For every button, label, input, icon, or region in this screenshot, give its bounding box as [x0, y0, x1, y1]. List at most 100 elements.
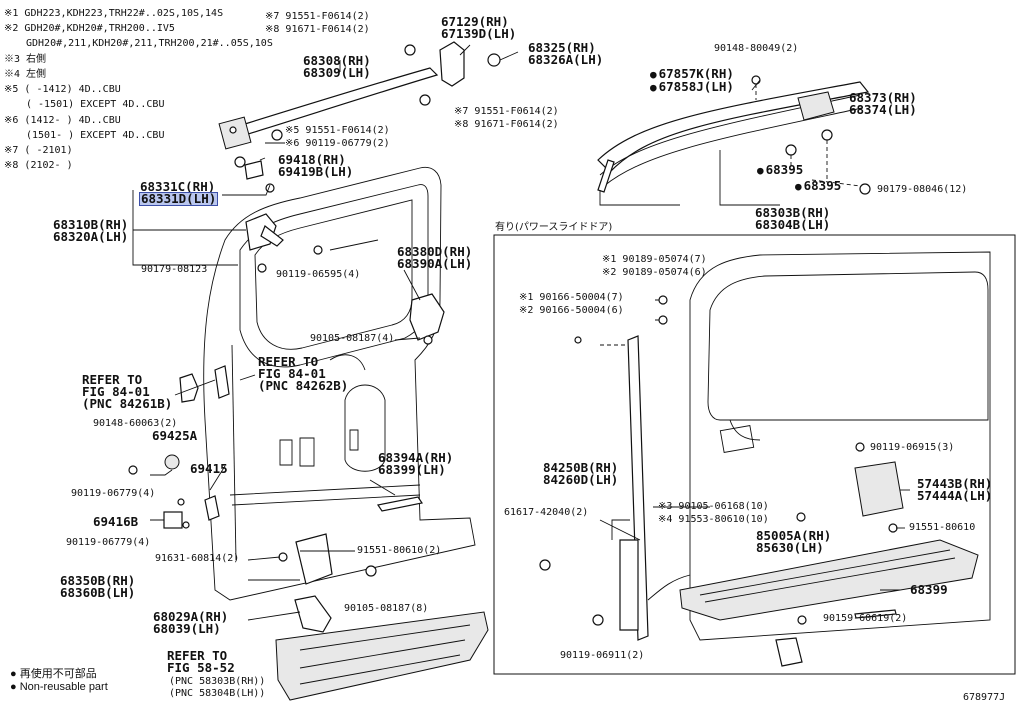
part-label[interactable]: ※8 91671-F0614(2)	[265, 24, 370, 35]
legend-en-text: Non-reusable part	[19, 681, 108, 693]
part-label[interactable]: ※5 91551-F0614(2)	[285, 125, 390, 136]
part-label[interactable]: 68309(LH)	[303, 65, 371, 80]
part-label[interactable]: 57444A(LH)	[917, 488, 993, 503]
part-label[interactable]: 69415	[190, 461, 228, 476]
part-label[interactable]: 84250B(RH)	[543, 460, 619, 475]
part-label[interactable]: 69425A	[152, 428, 198, 443]
part-label[interactable]: ※2 90189-05074(6)	[602, 267, 707, 278]
note-5b: ( -1501) EXCEPT 4D..CBU	[26, 99, 165, 110]
part-label[interactable]: (PNC 58304B(LH))	[169, 688, 266, 699]
upper-right-rail	[597, 75, 871, 195]
part-label[interactable]: 90148-60063(2)	[93, 418, 178, 429]
part-label[interactable]: 90119-06779(4)	[66, 537, 151, 548]
lower-panel-58303b	[275, 611, 489, 701]
part-label[interactable]: 90105-08187(4)	[310, 333, 395, 344]
part-label[interactable]: ※6 90119-06779(2)	[285, 138, 390, 149]
part-label[interactable]: 68303B(RH)	[755, 205, 831, 220]
part-label[interactable]: ※1 90166-50004(7)	[519, 292, 624, 303]
part-label[interactable]: 90119-06779(4)	[71, 488, 156, 499]
leader-lines	[132, 44, 910, 621]
part-label[interactable]: (PNC 58303B(RH))	[169, 676, 266, 687]
part-label[interactable]: 90119-06915(3)	[870, 442, 955, 453]
part-label[interactable]: 68304B(LH)	[755, 217, 831, 232]
part-label[interactable]: 68326A(LH)	[528, 52, 604, 67]
part-label[interactable]: 90119-06911(2)	[560, 650, 645, 661]
part-label[interactable]: 84260D(LH)	[543, 472, 619, 487]
part-label[interactable]: FIG 84-01	[82, 384, 150, 399]
part-label[interactable]: 68395	[757, 163, 804, 177]
part-label[interactable]: 67129(RH)	[441, 14, 509, 29]
note-6b: (1501- ) EXCEPT 4D..CBU	[26, 130, 165, 141]
part-label[interactable]: REFER TO	[82, 372, 143, 387]
part-label[interactable]: 91631-60814(2)	[155, 553, 240, 564]
part-label[interactable]: 68399	[910, 582, 948, 597]
inset-step-85005a	[679, 442, 979, 667]
part-label[interactable]: 68325(RH)	[528, 40, 596, 55]
part-label[interactable]: FIG 58-52	[167, 660, 235, 675]
inset-title: 有り(パワースライドドア)	[495, 222, 613, 233]
part-label[interactable]: 67857K(RH)	[650, 67, 734, 81]
part-label[interactable]: 90119-06595(4)	[276, 269, 361, 280]
note-3: ※3 右側	[4, 54, 47, 65]
part-label[interactable]: 68039(LH)	[153, 621, 221, 636]
part-label[interactable]: ※2 90166-50004(6)	[519, 305, 624, 316]
part-label[interactable]: 68380D(RH)	[397, 244, 473, 259]
part-label[interactable]: 57443B(RH)	[917, 476, 993, 491]
part-label[interactable]: REFER TO	[258, 354, 319, 369]
part-label[interactable]: 68374(LH)	[849, 102, 917, 117]
note-4: ※4 左側	[4, 69, 47, 80]
part-label[interactable]: ※4 91553-80610(10)	[658, 514, 769, 525]
part-label[interactable]: 68395	[795, 179, 842, 193]
note-8: ※8 (2102- )	[4, 160, 73, 171]
non-reusable-dot-icon: ●	[10, 681, 17, 693]
part-label[interactable]: FIG 84-01	[258, 366, 326, 381]
part-label[interactable]: 90105-08187(8)	[344, 603, 429, 614]
part-label[interactable]: ※7 91551-F0614(2)	[454, 106, 559, 117]
inset-door	[539, 251, 991, 641]
note-5: ※5 ( -1412) 4D..CBU	[4, 84, 121, 95]
part-label[interactable]: 68390A(LH)	[397, 256, 473, 271]
power-slide-door-inset	[493, 234, 1016, 675]
part-label[interactable]: 68360B(LH)	[60, 585, 136, 600]
part-label[interactable]: ※3 90105-06168(10)	[658, 501, 769, 512]
part-label[interactable]: 90179-08123	[141, 264, 208, 275]
part-label[interactable]: (PNC 84262B)	[258, 378, 349, 393]
note-1: ※1 GDH223,KDH223,TRH22#..02S,10S,14S	[4, 8, 224, 19]
part-label-highlighted[interactable]: 68331D(LH)	[138, 191, 219, 206]
part-label[interactable]: ※8 91671-F0614(2)	[454, 119, 559, 130]
part-label[interactable]: ※1 90189-05074(7)	[602, 254, 707, 265]
part-label[interactable]: 68310B(RH)	[53, 217, 129, 232]
part-label[interactable]: 68399(LH)	[378, 462, 446, 477]
part-label[interactable]: 91551-80610(2)	[357, 545, 442, 556]
part-label[interactable]: 90179-08046(12)	[877, 184, 968, 195]
part-label[interactable]: 67858J(LH)	[650, 80, 734, 94]
part-label[interactable]: 90148-80049(2)	[714, 43, 799, 54]
part-label[interactable]: 68394A(RH)	[378, 450, 454, 465]
note-6: ※6 (1412- ) 4D..CBU	[4, 115, 121, 126]
part-label[interactable]: 68350B(RH)	[60, 573, 136, 588]
part-label[interactable]: 85005A(RH)	[756, 528, 832, 543]
part-label[interactable]: 68308(RH)	[303, 53, 371, 68]
note-2b: GDH20#,211,KDH20#,211,TRH200,21#..05S,10…	[26, 38, 273, 49]
part-label[interactable]: 61617-42040(2)	[504, 507, 589, 518]
legend-en: ● Non-reusable part	[10, 681, 108, 693]
part-label[interactable]: 91551-80610	[909, 522, 976, 533]
part-label[interactable]: 68029A(RH)	[153, 609, 229, 624]
non-reusable-dot-icon: ●	[10, 668, 17, 680]
part-label[interactable]: 68331C(RH)	[140, 179, 216, 194]
figure-id: 678977J	[963, 692, 1006, 703]
part-label[interactable]: 69419B(LH)	[278, 164, 354, 179]
upper-rail-68308	[218, 41, 501, 180]
part-label[interactable]: 69418(RH)	[278, 152, 346, 167]
part-label[interactable]: 85630(LH)	[756, 540, 824, 555]
part-label[interactable]: 69416B	[93, 514, 139, 529]
part-label[interactable]: REFER TO	[167, 648, 228, 663]
part-label[interactable]: 68373(RH)	[849, 90, 917, 105]
legend-jp-text: 再使用不可部品	[19, 668, 97, 680]
part-label[interactable]: ※7 91551-F0614(2)	[265, 11, 370, 22]
part-label[interactable]: 68320A(LH)	[53, 229, 129, 244]
part-label[interactable]: 90159-60619(2)	[823, 613, 908, 624]
part-label[interactable]: 67139D(LH)	[441, 26, 517, 41]
part-label[interactable]: (PNC 84261B)	[82, 396, 173, 411]
